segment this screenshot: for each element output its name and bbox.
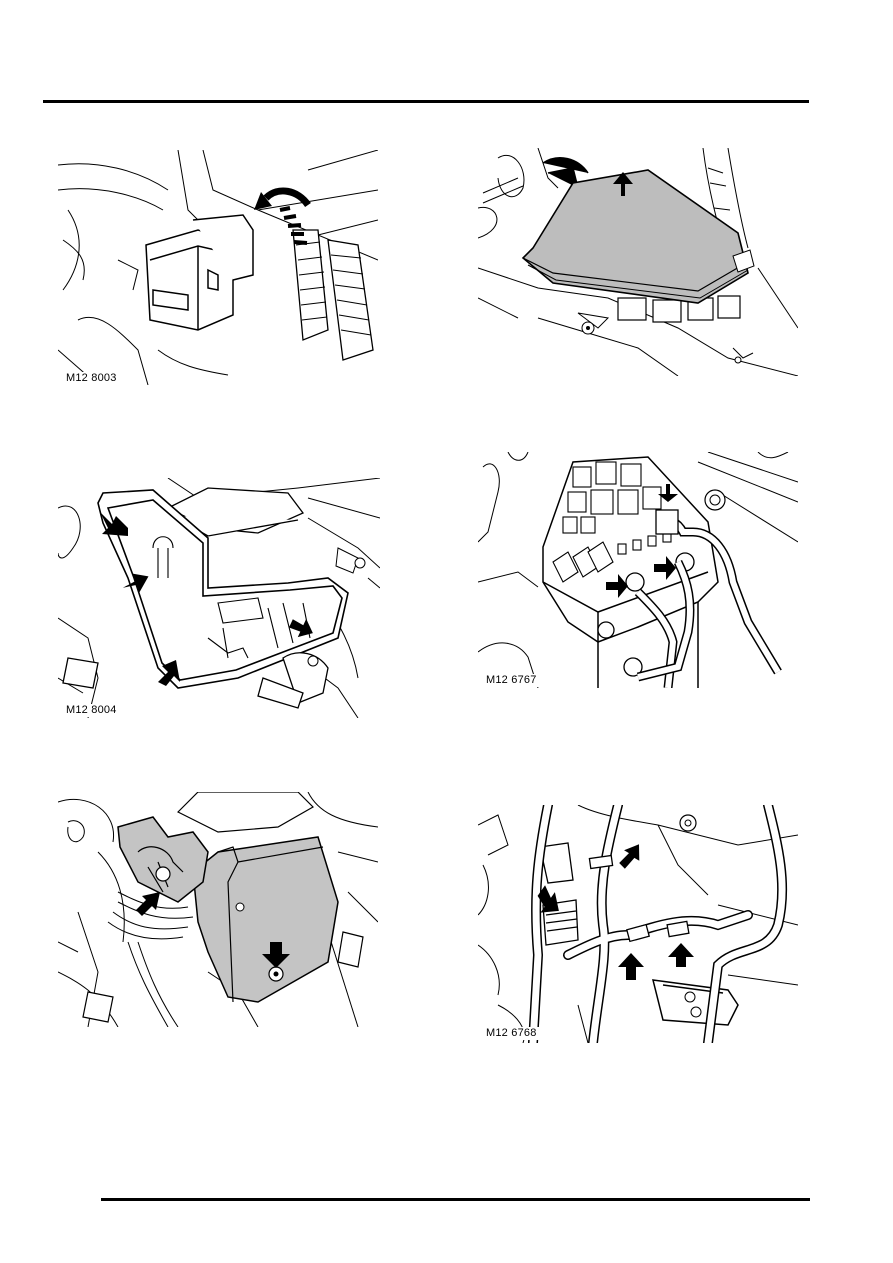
illustration-relay-removal: M12 8003 xyxy=(58,150,378,385)
footer-rule xyxy=(101,1198,810,1201)
fusebox-cover-drawing xyxy=(478,148,798,376)
illustration-harness-clips: M12 6768 xyxy=(478,805,798,1043)
figure-label: M12 8003 xyxy=(64,372,119,385)
figure-label: M12 6768 xyxy=(484,1027,539,1040)
tray-removal-drawing xyxy=(58,792,378,1027)
fusebox-terminals-drawing xyxy=(478,452,798,688)
illustration-fusebox-tray: M12 8004 xyxy=(58,478,380,718)
illustration-fusebox-cover xyxy=(478,148,798,376)
harness-clips-drawing xyxy=(478,805,798,1043)
fusebox-tray-drawing xyxy=(58,478,380,718)
figure-label: M12 6767 xyxy=(484,674,539,687)
figure-label: M12 8004 xyxy=(64,704,119,717)
illustration-tray-removal xyxy=(58,792,378,1027)
illustration-fusebox-terminals: M12 6767 xyxy=(478,452,798,688)
header-rule xyxy=(43,100,809,103)
relay-removal-drawing xyxy=(58,150,378,385)
